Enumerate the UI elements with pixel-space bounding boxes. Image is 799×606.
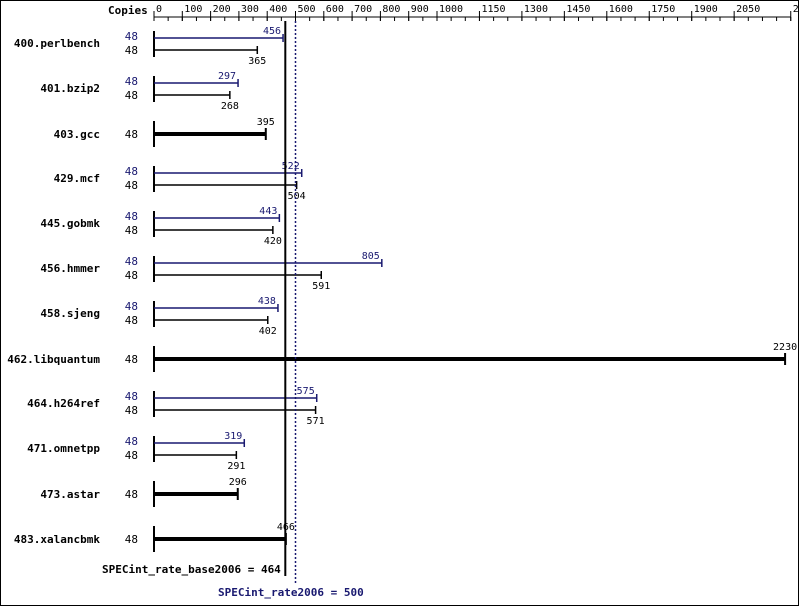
benchmark-row: 464.h264ref 48 575 48 571: [27, 386, 324, 427]
bars-layer: 400.perlbench 48 456 48 365 401.bzip2 48 297 48 2…: [7, 26, 797, 552]
base-copies-label: 48: [125, 128, 138, 141]
x-tick-label: 1300: [524, 4, 548, 15]
benchmark-label: 483.xalancbmk: [14, 533, 100, 546]
base-copies-label: 48: [125, 404, 138, 417]
peak-copies-label: 48: [125, 75, 138, 88]
base-value-label: 268: [221, 101, 239, 112]
peak-value-label: 319: [224, 431, 242, 442]
benchmark-row: 471.omnetpp 48 319 48 291: [27, 431, 245, 472]
x-tick-label: 100: [184, 4, 202, 15]
axis-title: Copies: [108, 4, 148, 17]
base-summary-label: SPECint_rate_base2006 = 464: [102, 563, 281, 576]
base-value-label: 365: [248, 56, 266, 67]
benchmark-row: 462.libquantum 48 2230: [7, 342, 797, 372]
benchmark-row: 473.astar 48 296: [40, 477, 247, 507]
x-tick-label: 500: [298, 4, 316, 15]
peak-summary-label: SPECint_rate2006 = 500: [218, 586, 364, 599]
peak-value-label: 575: [297, 386, 315, 397]
benchmark-row: 445.gobmk 48 443 48 420: [40, 206, 282, 247]
peak-value-label: 297: [218, 71, 236, 82]
x-tick-label: 1150: [481, 4, 505, 15]
base-copies-label: 48: [125, 449, 138, 462]
x-tick-label: 2050: [736, 4, 760, 15]
base-value-label: 504: [288, 191, 306, 202]
x-tick-label: 900: [411, 4, 429, 15]
benchmark-label: 458.sjeng: [40, 307, 100, 320]
base-value-label: 2230: [773, 342, 797, 353]
peak-copies-label: 48: [125, 435, 138, 448]
summary-layer: SPECint_rate_base2006 = 464SPECint_rate2…: [102, 21, 364, 599]
peak-copies-label: 48: [125, 390, 138, 403]
benchmark-label: 456.hmmer: [40, 262, 100, 275]
x-tick-label: 1750: [651, 4, 675, 15]
base-value-label: 291: [227, 461, 245, 472]
peak-copies-label: 48: [125, 300, 138, 313]
base-copies-label: 48: [125, 269, 138, 282]
x-tick-label: 2250: [793, 4, 799, 15]
peak-copies-label: 48: [125, 210, 138, 223]
base-copies-label: 48: [125, 314, 138, 327]
benchmark-label: 464.h264ref: [27, 397, 100, 410]
peak-value-label: 443: [259, 206, 277, 217]
benchmark-row: 400.perlbench 48 456 48 365: [14, 26, 284, 67]
base-value-label: 571: [307, 416, 325, 427]
peak-copies-label: 48: [125, 165, 138, 178]
base-copies-label: 48: [125, 44, 138, 57]
peak-value-label: 522: [282, 161, 300, 172]
x-tick-label: 700: [354, 4, 372, 15]
peak-value-label: 456: [263, 26, 281, 37]
x-tick-label: 1900: [694, 4, 718, 15]
benchmark-label: 462.libquantum: [7, 353, 100, 366]
x-axis: Copies 0 100 200 300 400 500 600 700 800 900 1000 11…: [108, 4, 799, 21]
base-copies-label: 48: [125, 488, 138, 501]
base-value-label: 296: [229, 477, 247, 488]
peak-copies-label: 48: [125, 30, 138, 43]
benchmark-label: 471.omnetpp: [27, 442, 100, 455]
benchmark-label: 445.gobmk: [40, 217, 100, 230]
peak-copies-label: 48: [125, 255, 138, 268]
benchmark-row: 458.sjeng 48 438 48 402: [40, 296, 279, 337]
base-copies-label: 48: [125, 89, 138, 102]
base-value-label: 420: [264, 236, 282, 247]
benchmark-label: 400.perlbench: [14, 37, 100, 50]
base-value-label: 402: [259, 326, 277, 337]
base-copies-label: 48: [125, 179, 138, 192]
peak-value-label: 805: [362, 251, 380, 262]
benchmark-label: 403.gcc: [54, 128, 100, 141]
base-value-label: 395: [257, 117, 275, 128]
benchmark-label: 401.bzip2: [40, 82, 100, 95]
benchmark-label: 429.mcf: [54, 172, 100, 185]
benchmark-row: 403.gcc 48 395: [54, 117, 275, 147]
x-tick-label: 1600: [609, 4, 633, 15]
peak-value-label: 438: [258, 296, 276, 307]
x-tick-label: 1000: [439, 4, 463, 15]
benchmark-row: 429.mcf 48 522 48 504: [54, 161, 306, 202]
x-tick-label: 400: [269, 4, 287, 15]
x-tick-label: 1450: [566, 4, 590, 15]
x-tick-label: 300: [241, 4, 259, 15]
base-copies-label: 48: [125, 224, 138, 237]
benchmark-label: 473.astar: [40, 488, 100, 501]
base-value-label: 591: [312, 281, 330, 292]
x-tick-label: 800: [382, 4, 400, 15]
benchmark-row: 401.bzip2 48 297 48 268: [40, 71, 238, 112]
benchmark-row: 483.xalancbmk48466: [14, 522, 295, 552]
base-copies-label: 48: [125, 533, 138, 546]
base-copies-label: 48: [125, 353, 138, 366]
x-tick-label: 200: [213, 4, 231, 15]
x-tick-label: 600: [326, 4, 344, 15]
x-tick-label: 0: [156, 4, 162, 15]
benchmark-row: 456.hmmer 48 805 48 591: [40, 251, 383, 292]
